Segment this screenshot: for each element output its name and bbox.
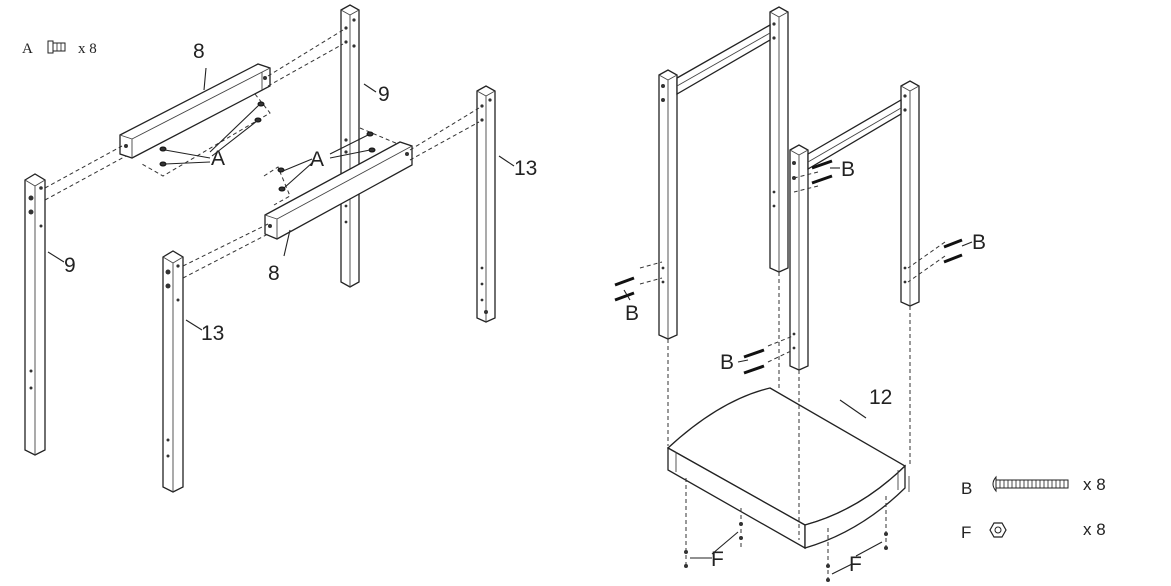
label-rail-8-top: 8 [193, 40, 205, 63]
legend-a-letter: A [22, 41, 33, 57]
label-post-9-back: 9 [378, 83, 390, 106]
leaders-right [623, 167, 973, 575]
cam-bolts-a [159, 101, 376, 192]
bolts-b [614, 159, 963, 375]
label-b-left: B [625, 302, 639, 325]
label-post-13-left: 13 [201, 322, 224, 345]
label-b-top: B [841, 158, 855, 181]
rail-8-bottom [264, 141, 413, 240]
label-shelf-12: 12 [869, 386, 892, 409]
label-b-middle: B [720, 351, 734, 374]
post-13-left [162, 250, 184, 493]
post-9-left [24, 173, 46, 456]
label-f-right: F [849, 553, 862, 576]
legend-a: A x 8 [22, 40, 97, 57]
hex-nut-icon [989, 522, 1007, 538]
legend-f-qty: x 8 [1083, 520, 1106, 539]
label-post-9-left: 9 [64, 254, 76, 277]
bolt-icon [992, 475, 1069, 493]
alignment-lines-left [44, 29, 480, 279]
label-post-13-back: 13 [514, 157, 537, 180]
front-frame [789, 80, 920, 371]
shelf-12 [666, 387, 910, 550]
legend-b-qty: x 8 [1083, 475, 1106, 494]
label-a-bottom: A [310, 148, 324, 171]
legend-a-qty: x 8 [78, 41, 97, 57]
leaders-left [47, 67, 515, 331]
rail-8-top [119, 63, 271, 159]
nuts-f [684, 522, 888, 582]
post-9-back [340, 4, 360, 288]
label-rail-8-bottom: 8 [268, 262, 280, 285]
legend-f: F x 8 [961, 520, 1106, 542]
label-f-left: F [711, 548, 724, 571]
label-a-top: A [211, 147, 225, 170]
label-b-right: B [972, 231, 986, 254]
legend-b: B x 8 [961, 475, 1106, 498]
legend-b-letter: B [961, 479, 972, 498]
back-frame [658, 6, 789, 340]
legend-f-letter: F [961, 523, 971, 542]
cam-bolt-icon [47, 40, 66, 54]
post-13-back [476, 85, 496, 323]
